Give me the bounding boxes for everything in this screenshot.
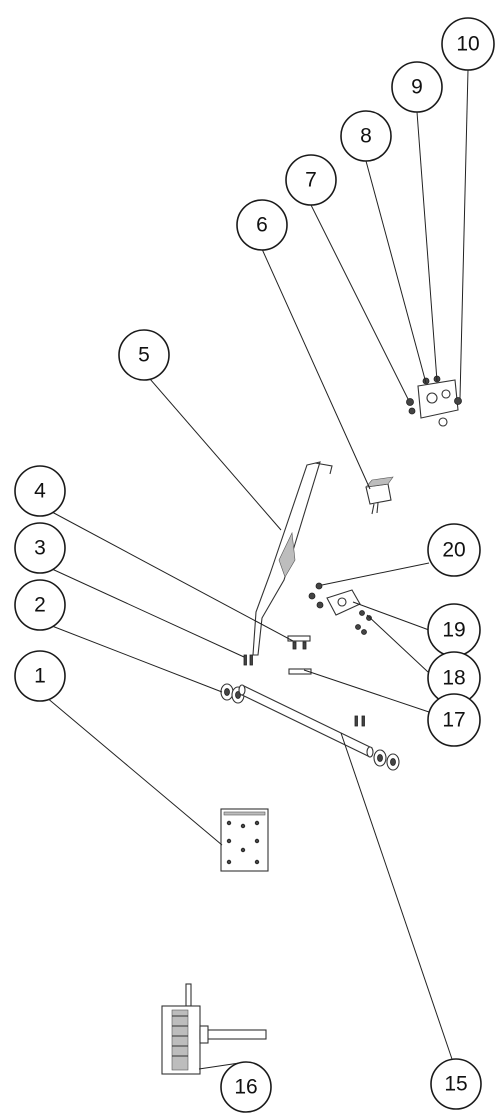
- callout-2: 2: [14, 579, 66, 631]
- callout-9-label: 9: [411, 76, 423, 99]
- callout-17: 17: [427, 693, 481, 747]
- callout-2-label: 2: [34, 594, 46, 617]
- leader-lines: [45, 69, 469, 1070]
- callout-15: 15: [430, 1058, 482, 1110]
- part-3-pins: [243, 654, 365, 727]
- callout-4-label: 4: [34, 480, 46, 503]
- part-15-shaft: [238, 684, 374, 758]
- part-1-plate: [220, 808, 269, 872]
- callout-19-label: 19: [442, 619, 465, 642]
- callout-5-label: 5: [138, 344, 150, 367]
- callout-10-label: 10: [456, 33, 479, 56]
- callout-6: 6: [236, 199, 288, 251]
- callout-19: 19: [427, 603, 481, 657]
- callout-8: 8: [340, 110, 392, 162]
- part-2-washers: [220, 683, 400, 771]
- callout-8-label: 8: [360, 125, 372, 148]
- linkage-cluster: [308, 582, 372, 635]
- part-17-coupler: [287, 635, 312, 675]
- callout-16-label: 16: [234, 1076, 257, 1099]
- part-6-block: [365, 476, 394, 515]
- part-5-upright-arm: [252, 461, 333, 656]
- callout-7: 7: [285, 154, 337, 206]
- part-drawings: [161, 375, 462, 1075]
- callout-4: 4: [14, 465, 66, 517]
- callout-9: 9: [391, 61, 443, 113]
- callout-5: 5: [118, 329, 170, 381]
- callout-6-label: 6: [256, 214, 268, 237]
- callout-3-label: 3: [34, 537, 46, 560]
- callout-18-label: 18: [442, 667, 465, 690]
- callout-20-label: 20: [442, 539, 465, 562]
- callout-15-label: 15: [444, 1073, 467, 1096]
- callout-16: 16: [220, 1061, 272, 1113]
- callout-3: 3: [14, 522, 66, 574]
- callout-10: 10: [441, 17, 495, 71]
- callout-1-label: 1: [34, 665, 46, 688]
- callout-7-label: 7: [305, 169, 317, 192]
- callout-1: 1: [14, 650, 66, 702]
- bracket-hardware-cluster: [406, 375, 462, 427]
- callout-17-label: 17: [442, 709, 465, 732]
- callout-20: 20: [427, 523, 481, 577]
- part-16-actuator: [161, 983, 267, 1075]
